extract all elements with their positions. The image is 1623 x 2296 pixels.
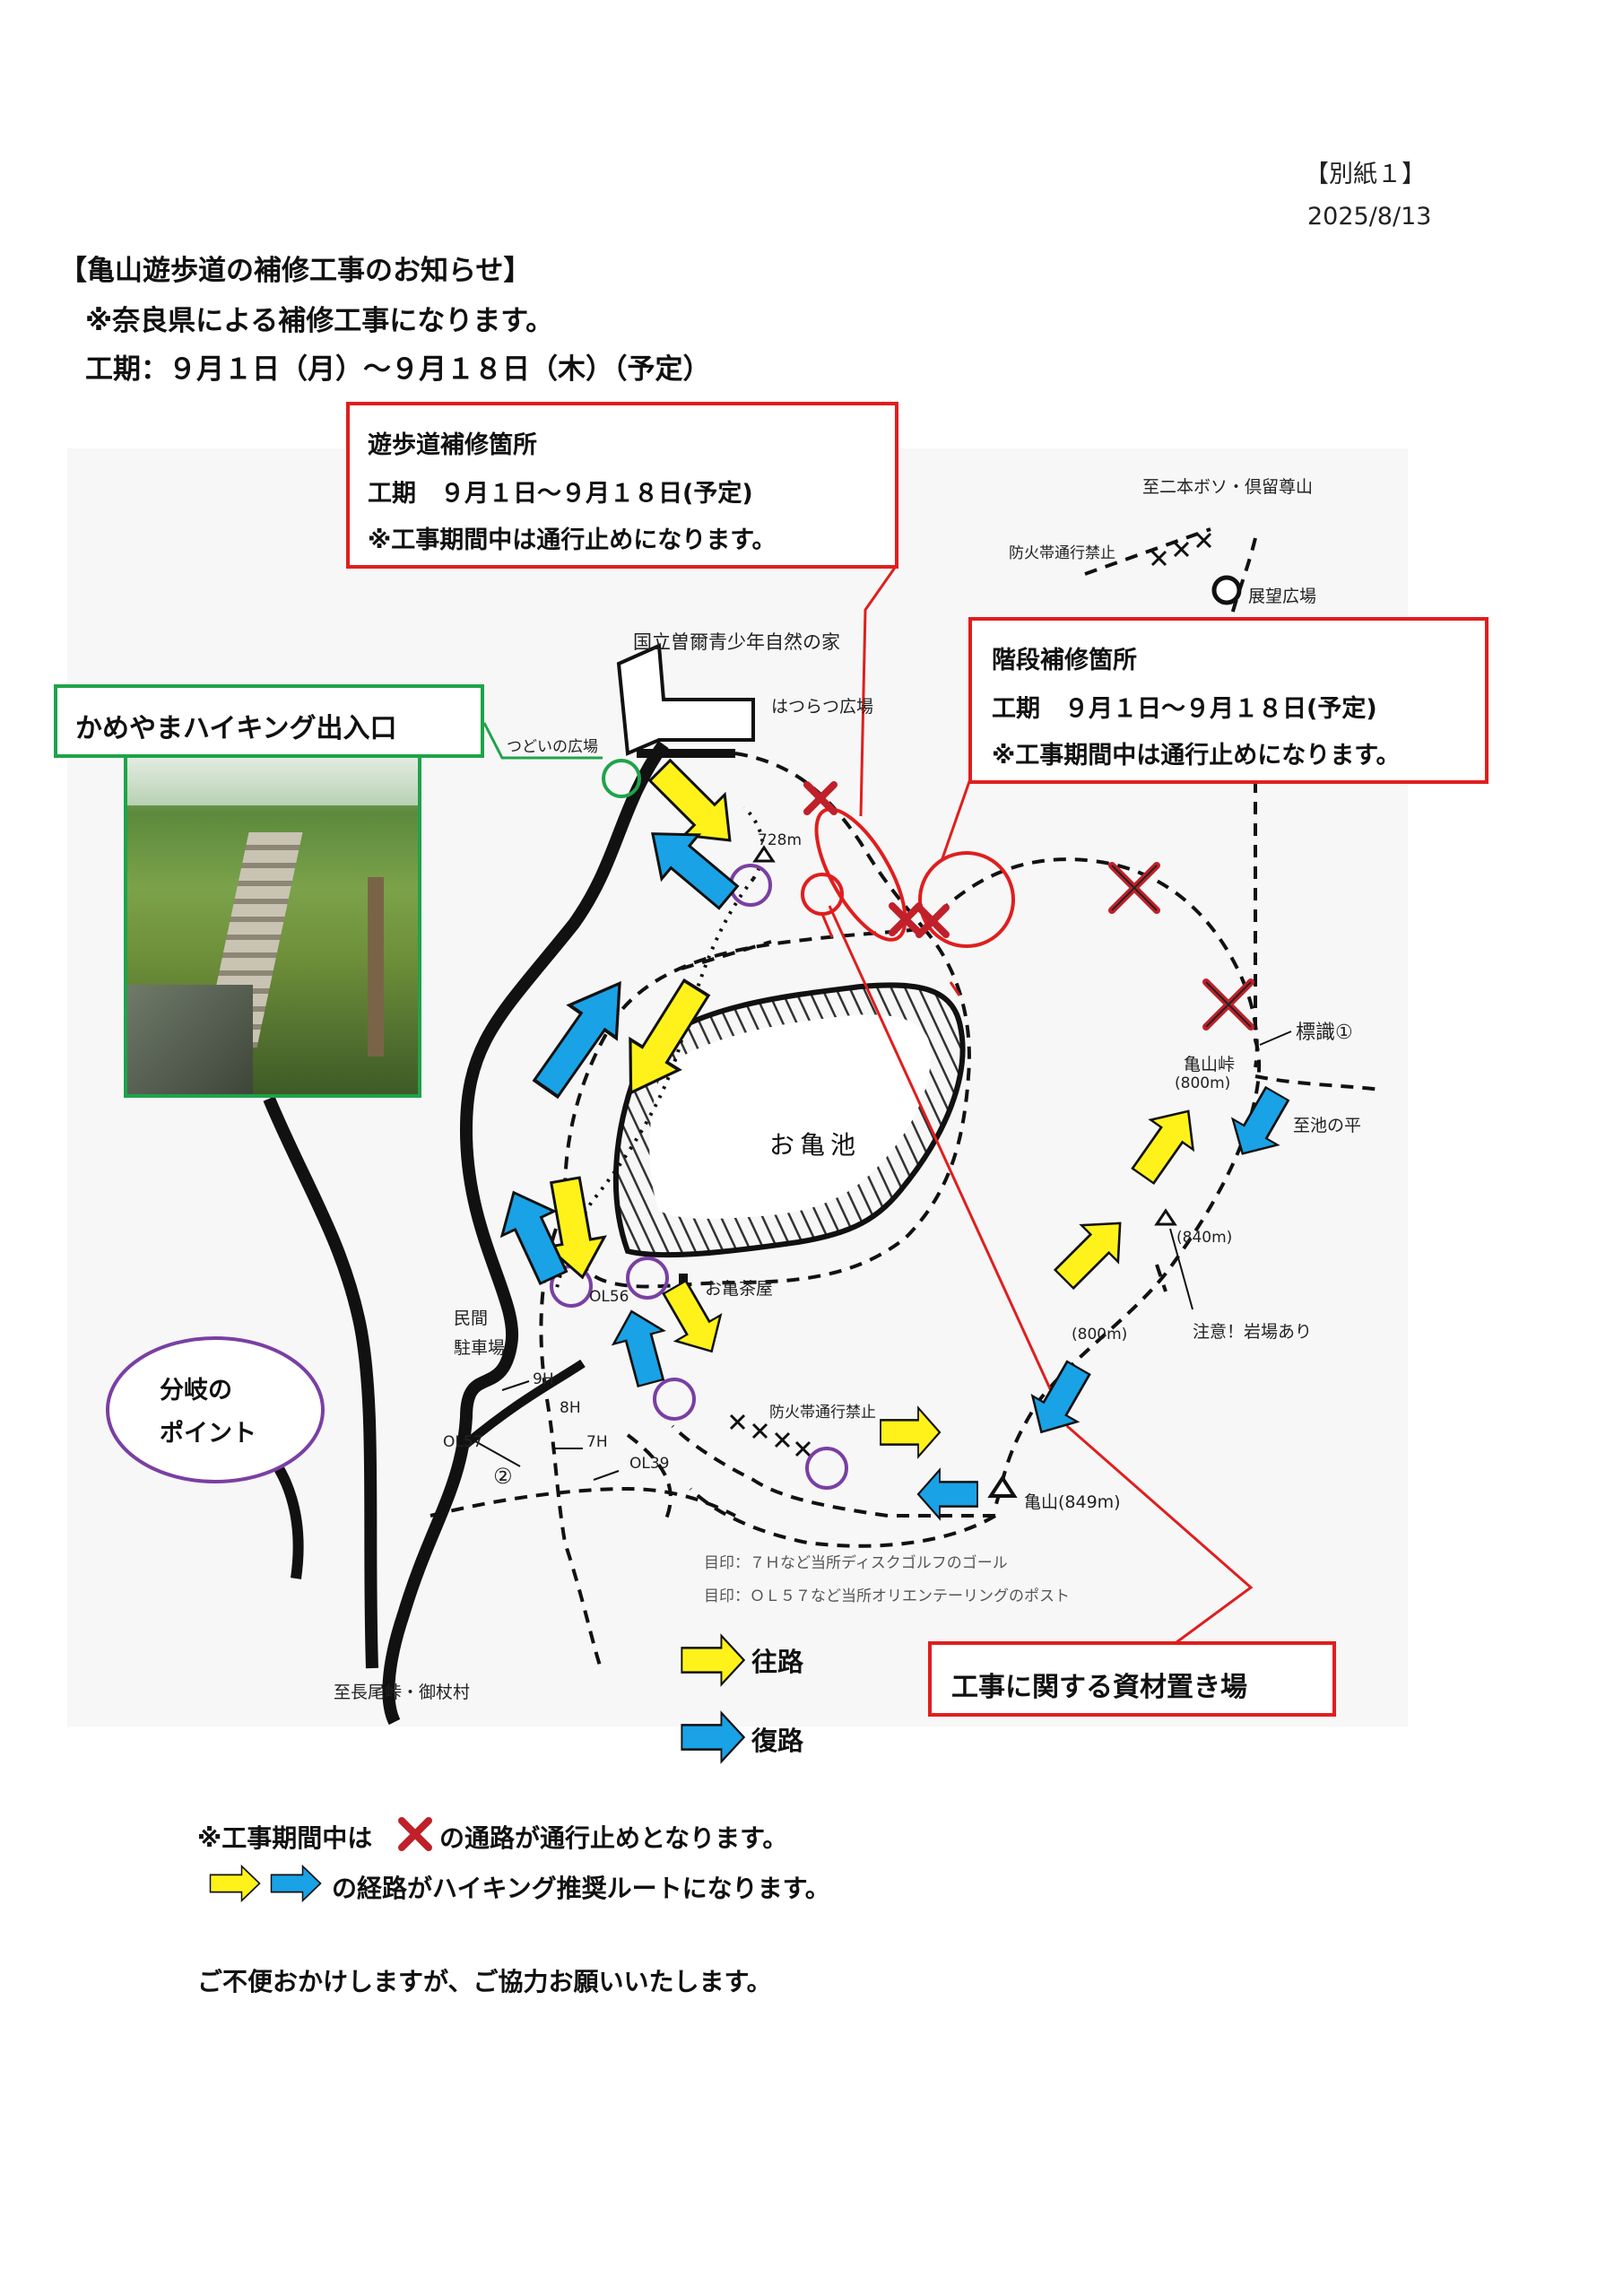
legend-outbound-label: 往路 — [751, 1647, 804, 1677]
label-kameyama: 亀山(849m) — [1024, 1492, 1121, 1512]
peak-840-icon — [1154, 1208, 1177, 1226]
entrance-circle — [602, 759, 641, 798]
label-kameyama-pass: 亀山峠 — [1184, 1055, 1236, 1074]
teahouse-marker — [679, 1274, 688, 1288]
repair-ellipse-trail — [814, 807, 907, 942]
label-alt840: (840m) — [1176, 1229, 1233, 1247]
label-caution: 注意！岩場あり — [1193, 1322, 1313, 1342]
trail-repair-box: 遊歩道補修箇所 工期 ９月１日～９月１８日(予定) ※工事期間中は通行止めになり… — [346, 402, 898, 569]
page-title: 【亀山遊歩道の補修工事のお知らせ】 — [59, 255, 532, 287]
branch-legend-ellipse — [106, 1336, 325, 1483]
label-fire-ban-top: 防火帯通行禁止 — [1009, 544, 1115, 562]
label-sign: 標識① — [1296, 1022, 1353, 1044]
red-leader-lines — [828, 564, 1254, 1652]
label-ol57: OL57 — [443, 1433, 483, 1451]
subtitle-prefecture: ※奈良県による補修工事になります。 — [85, 305, 554, 337]
small-leaders — [474, 1031, 1292, 1481]
repair-circle-stairs — [918, 851, 1015, 948]
label-7h: 7H — [586, 1433, 608, 1451]
date: 2025/8/13 — [1307, 203, 1432, 230]
label-alt800b: (800m) — [1072, 1326, 1128, 1344]
dotted-trails — [554, 805, 765, 1292]
label-okame-pond: お亀池 — [769, 1130, 862, 1160]
label-okame-teahouse: お亀茶屋 — [705, 1279, 774, 1299]
note-closed-prefix: ※工事期間中は — [197, 1823, 373, 1853]
note-blue-arrow — [270, 1865, 322, 1902]
attachment-label: 【別紙１】 — [1305, 161, 1426, 188]
materials-title: 工事に関する資材置き場 — [951, 1672, 1247, 1703]
closure-crosses-outline — [1111, 865, 1252, 1028]
branch-legend-line2: ポイント — [160, 1420, 256, 1448]
label-to-ikenotaira: 至池の平 — [1293, 1116, 1362, 1135]
branch-legend-line1: 分岐の — [160, 1377, 232, 1405]
entrance-title: かめやまハイキング出入口 — [75, 713, 397, 744]
label-tsudoi: つどいの広場 — [507, 738, 598, 756]
peak-849-icon — [987, 1474, 1018, 1498]
materials-box: 工事に関する資材置き場 — [928, 1641, 1336, 1717]
label-hatsuratsu: はつらつ広場 — [771, 697, 874, 717]
label-ol56: OL56 — [589, 1288, 629, 1306]
stairs-repair-period: 工期 ９月１日～９月１８日(予定) — [992, 695, 1377, 723]
label-to-nihonbozo: 至二本ボソ・倶留尊山 — [1142, 477, 1314, 497]
note-thanks: ご不便おかけしますが、ご協力お願いいたします。 — [197, 1967, 772, 1996]
note-yellow-arrow — [209, 1865, 261, 1902]
label-observation: 展望広場 — [1248, 587, 1317, 606]
materials-leader — [820, 913, 834, 938]
entrance-photo — [124, 748, 421, 1098]
fire-ban-crosses-top — [1150, 532, 1212, 567]
stairs-repair-note: ※工事期間中は通行止めになります。 — [992, 742, 1401, 770]
pond-center — [649, 1014, 932, 1219]
peak-728-icon — [752, 845, 776, 863]
trail-repair-title: 遊歩道補修箇所 — [368, 431, 537, 459]
road-west — [263, 1096, 378, 1669]
label-9h: 9H — [533, 1370, 554, 1388]
stairs-repair-title: 階段補修箇所 — [992, 647, 1137, 674]
label-mark1: 目印：７Ｈなど当所ディスクゴルフのゴール — [704, 1554, 1008, 1572]
trail-repair-note: ※工事期間中は通行止めになります。 — [368, 526, 777, 554]
trail-repair-period: 工期 ９月１日～９月１８日(予定) — [368, 480, 753, 508]
observation-point-icon — [1211, 575, 1242, 605]
label-alt728: 728m — [758, 831, 803, 849]
legend-return-label: 復路 — [751, 1726, 804, 1756]
entrance-box: かめやまハイキング出入口 — [54, 684, 484, 758]
label-minkan-1: 民間 — [454, 1309, 489, 1328]
note-cross-icon — [398, 1817, 432, 1851]
label-ol39: OL39 — [629, 1455, 670, 1473]
note-closed-suffix: の通路が通行止めとなります。 — [439, 1823, 788, 1853]
note-route: の経路がハイキング推奨ルートになります。 — [332, 1874, 830, 1903]
youth-house-building — [616, 643, 755, 756]
label-num2: ② — [493, 1464, 513, 1489]
green-leader — [482, 722, 603, 760]
label-8h: 8H — [560, 1399, 581, 1417]
construction-period: 工期：９月１日（月）～９月１８日（木）（予定） — [85, 353, 711, 386]
label-to-nagao: 至長尾峠・御杖村 — [334, 1683, 471, 1702]
label-mark2: 目印：ＯＬ５７など当所オリエンテーリングのポスト — [704, 1587, 1070, 1605]
main-road — [382, 740, 669, 1726]
label-youth-house: 国立曽爾青少年自然の家 — [633, 631, 840, 653]
stairs-repair-box: 階段補修箇所 工期 ９月１日～９月１８日(予定) ※工事期間中は通行止めになりま… — [968, 617, 1488, 784]
fire-ban-crosses-bottom — [729, 1413, 812, 1457]
label-alt800a: (800m) — [1175, 1074, 1231, 1092]
label-minkan-2: 駐車場 — [454, 1338, 506, 1358]
label-fire-ban-bottom: 防火帯通行禁止 — [769, 1404, 876, 1422]
road-branch — [463, 1359, 586, 1448]
